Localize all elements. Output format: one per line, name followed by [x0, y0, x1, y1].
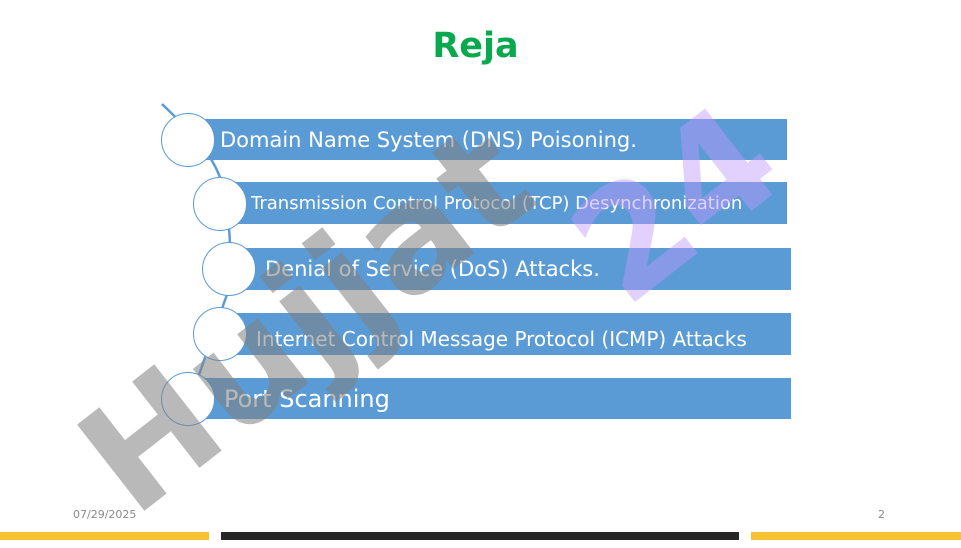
- list-bullet-circle: [202, 242, 256, 296]
- footer-accent-bar-left: [0, 532, 209, 540]
- list-item-port-scanning: Port Scanning: [190, 378, 791, 419]
- list-bullet-circle: [161, 113, 215, 167]
- list-item-icmp-attacks: Internet Control Message Protocol (ICMP)…: [220, 313, 791, 355]
- list-bullet-circle: [193, 177, 247, 231]
- footer-accent-bar-right: [751, 532, 961, 540]
- list-item-dns-poisoning: Domain Name System (DNS) Poisoning.: [188, 119, 787, 160]
- list-item-label: Denial of Service (DoS) Attacks.: [265, 257, 600, 281]
- list-item-label: Port Scanning: [224, 384, 390, 413]
- list-item-dos-attacks: Denial of Service (DoS) Attacks.: [228, 248, 791, 290]
- footer-date: 07/29/2025: [73, 508, 137, 521]
- list-item-label: Domain Name System (DNS) Poisoning.: [220, 127, 637, 152]
- slide-title: Reja: [432, 26, 519, 66]
- footer-page-number: 2: [878, 508, 885, 521]
- list-item-label: Transmission Control Protocol (TCP) Desy…: [251, 192, 743, 214]
- list-bullet-circle: [193, 307, 247, 361]
- list-item-label: Internet Control Message Protocol (ICMP)…: [256, 327, 747, 351]
- list-item-tcp-desync: Transmission Control Protocol (TCP) Desy…: [220, 182, 787, 224]
- list-bullet-circle: [161, 372, 215, 426]
- footer-dark-bar: [221, 532, 739, 540]
